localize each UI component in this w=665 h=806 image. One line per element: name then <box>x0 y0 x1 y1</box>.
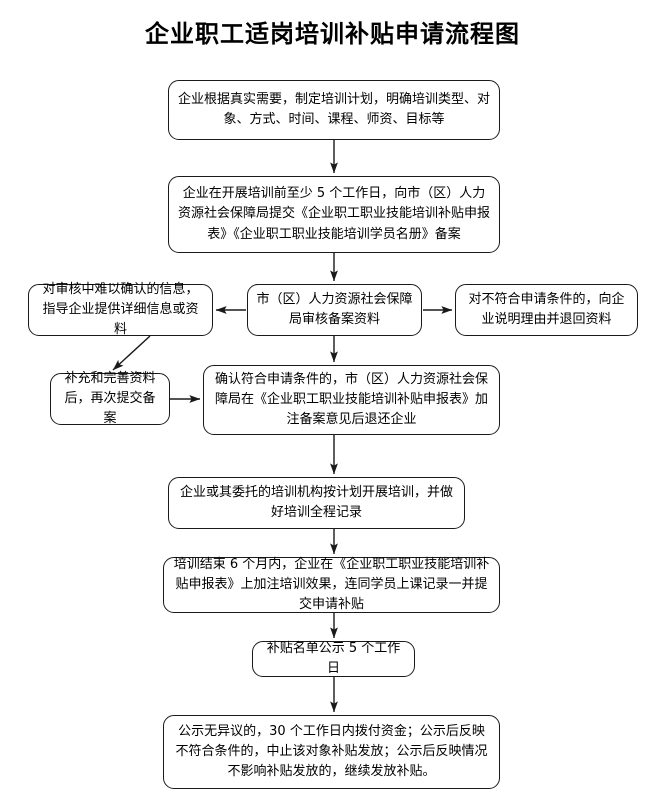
flow-node-review-label: 市（区）人力资源社会保障局审核备案资料 <box>256 291 413 327</box>
flow-node-payment-label: 公示无异议的，30 个工作日内拨付资金；公示后反映不符合条件的，中止该对象补贴发… <box>175 723 488 780</box>
flow-node-plan[interactable]: 企业根据真实需要，制定培训计划，明确培训类型、对象、方式、时间、课程、师资、目标… <box>168 80 500 140</box>
page-title: 企业职工适岗培训补贴申请流程图 <box>145 19 520 48</box>
flow-node-apply-label: 培训结束 6 个月内，企业在《企业职工职业技能培训补贴申报表》上加注培训效果，连… <box>173 556 490 613</box>
flow-node-plan-label: 企业根据真实需要，制定培训计划，明确培训类型、对象、方式、时间、课程、师资、目标… <box>177 91 490 127</box>
connector-clarify-to-resubmit <box>112 335 151 371</box>
flow-node-reject-label: 对不符合申请条件的，向企业说明理由并退回资料 <box>468 291 625 327</box>
flow-node-submit[interactable]: 企业在开展培训前至少 5 个工作日，向市（区）人力资源社会保障局提交《企业职工职… <box>168 176 500 253</box>
flow-node-approve-label: 确认符合申请条件的，市（区）人力资源社会保障局在《企业职工职业技能培训补贴申报表… <box>214 371 488 428</box>
flow-node-resubmit[interactable]: 补充和完善资料后，再次提交备案 <box>50 371 170 426</box>
flow-node-publicity-label: 补贴名单公示 5 个工作日 <box>266 640 401 676</box>
flow-node-apply[interactable]: 培训结束 6 个月内，企业在《企业职工职业技能培训补贴申报表》上加注培训效果，连… <box>163 557 500 613</box>
flow-node-payment[interactable]: 公示无异议的，30 个工作日内拨付资金；公示后反映不符合条件的，中止该对象补贴发… <box>163 715 500 789</box>
flow-node-publicity[interactable]: 补贴名单公示 5 个工作日 <box>252 641 415 677</box>
flow-node-training[interactable]: 企业或其委托的培训机构按计划开展培训，并做好培训全程记录 <box>168 477 465 529</box>
flow-node-training-label: 企业或其委托的培训机构按计划开展培训，并做好培训全程记录 <box>179 484 453 520</box>
flow-node-resubmit-label: 补充和完善资料后，再次提交备案 <box>64 370 156 427</box>
flow-node-review[interactable]: 市（区）人力资源社会保障局审核备案资料 <box>247 284 422 336</box>
flow-node-clarify-label: 对审核中难以确认的信息，指导企业提供详细信息或资料 <box>42 281 199 338</box>
flow-node-clarify[interactable]: 对审核中难以确认的信息，指导企业提供详细信息或资料 <box>28 282 213 337</box>
flow-node-reject[interactable]: 对不符合申请条件的，向企业说明理由并退回资料 <box>455 284 638 336</box>
flow-node-submit-label: 企业在开展培训前至少 5 个工作日，向市（区）人力资源社会保障局提交《企业职工职… <box>177 186 490 242</box>
flow-node-approve[interactable]: 确认符合申请条件的，市（区）人力资源社会保障局在《企业职工职业技能培训补贴申报表… <box>203 365 500 435</box>
